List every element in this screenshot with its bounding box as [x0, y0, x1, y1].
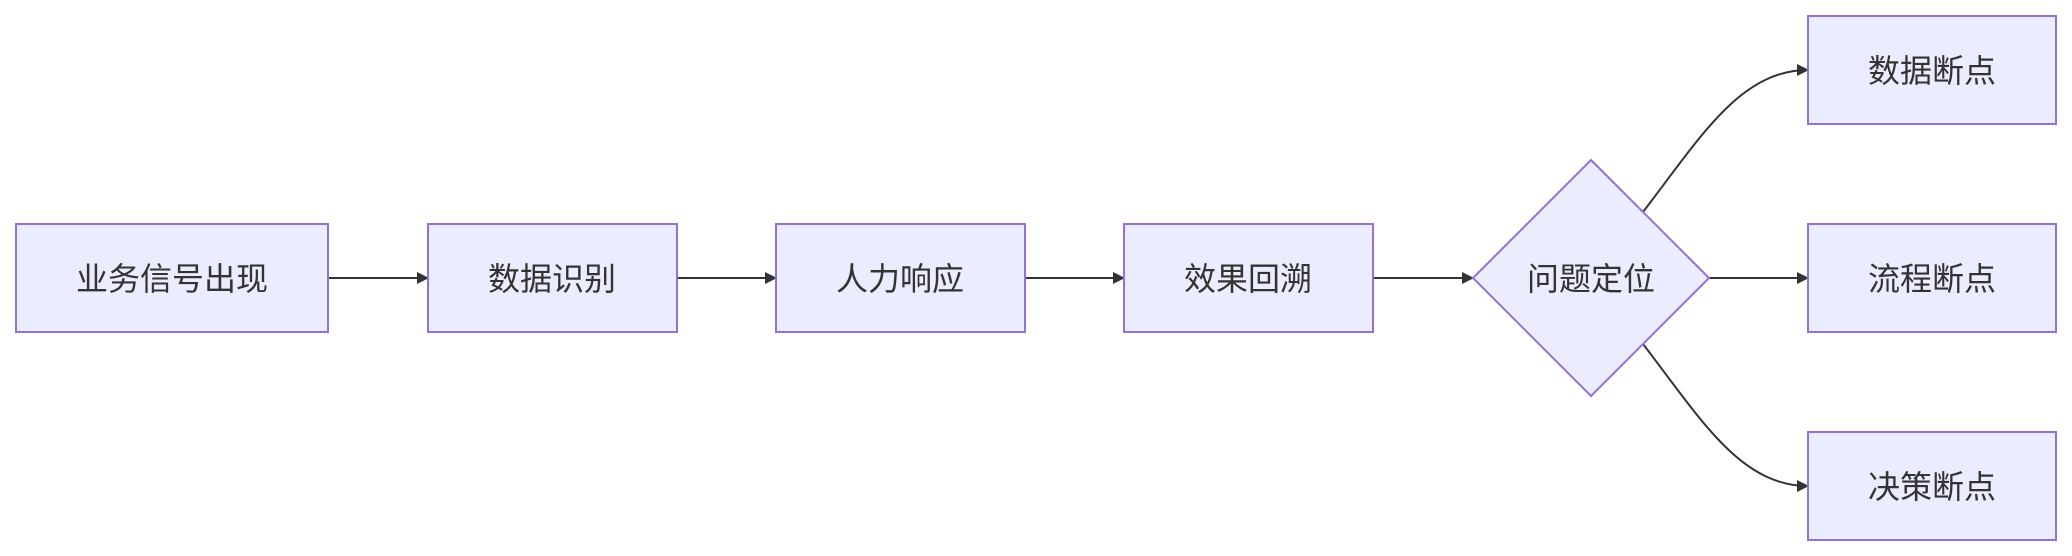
node-identify-box: [427, 223, 678, 333]
node-data-break-label: 数据断点: [1868, 52, 1996, 90]
node-signal-box: [15, 223, 329, 333]
node-identify: 数据识别: [427, 223, 678, 333]
edge-locate-to-data-break: [1642, 64, 1809, 213]
node-respond-label: 人力响应: [836, 260, 964, 298]
node-decision-break-label: 决策断点: [1868, 468, 1996, 506]
node-data-break-box: [1807, 15, 2057, 125]
node-respond-box: [775, 223, 1026, 333]
node-signal-label: 业务信号出现: [76, 260, 268, 298]
node-signal: 业务信号出现: [15, 223, 329, 333]
node-identify-label: 数据识别: [488, 260, 616, 298]
node-process-break-label: 流程断点: [1868, 260, 1996, 298]
edge-locate-to-decision-break: [1642, 343, 1809, 492]
node-locate-decision: 问题定位: [1471, 158, 1711, 398]
node-process-break-box: [1807, 223, 2057, 333]
node-respond: 人力响应: [775, 223, 1026, 333]
node-decision-break-box: [1807, 431, 2057, 541]
node-locate-label: 问题定位: [1527, 260, 1655, 298]
node-locate-diamond: [1471, 158, 1711, 398]
node-process-break: 流程断点: [1807, 223, 2057, 333]
node-data-break: 数据断点: [1807, 15, 2057, 125]
node-decision-break: 决策断点: [1807, 431, 2057, 541]
node-review: 效果回溯: [1123, 223, 1374, 333]
node-review-label: 效果回溯: [1184, 260, 1312, 298]
edges: [328, 64, 1809, 492]
node-review-box: [1123, 223, 1374, 333]
